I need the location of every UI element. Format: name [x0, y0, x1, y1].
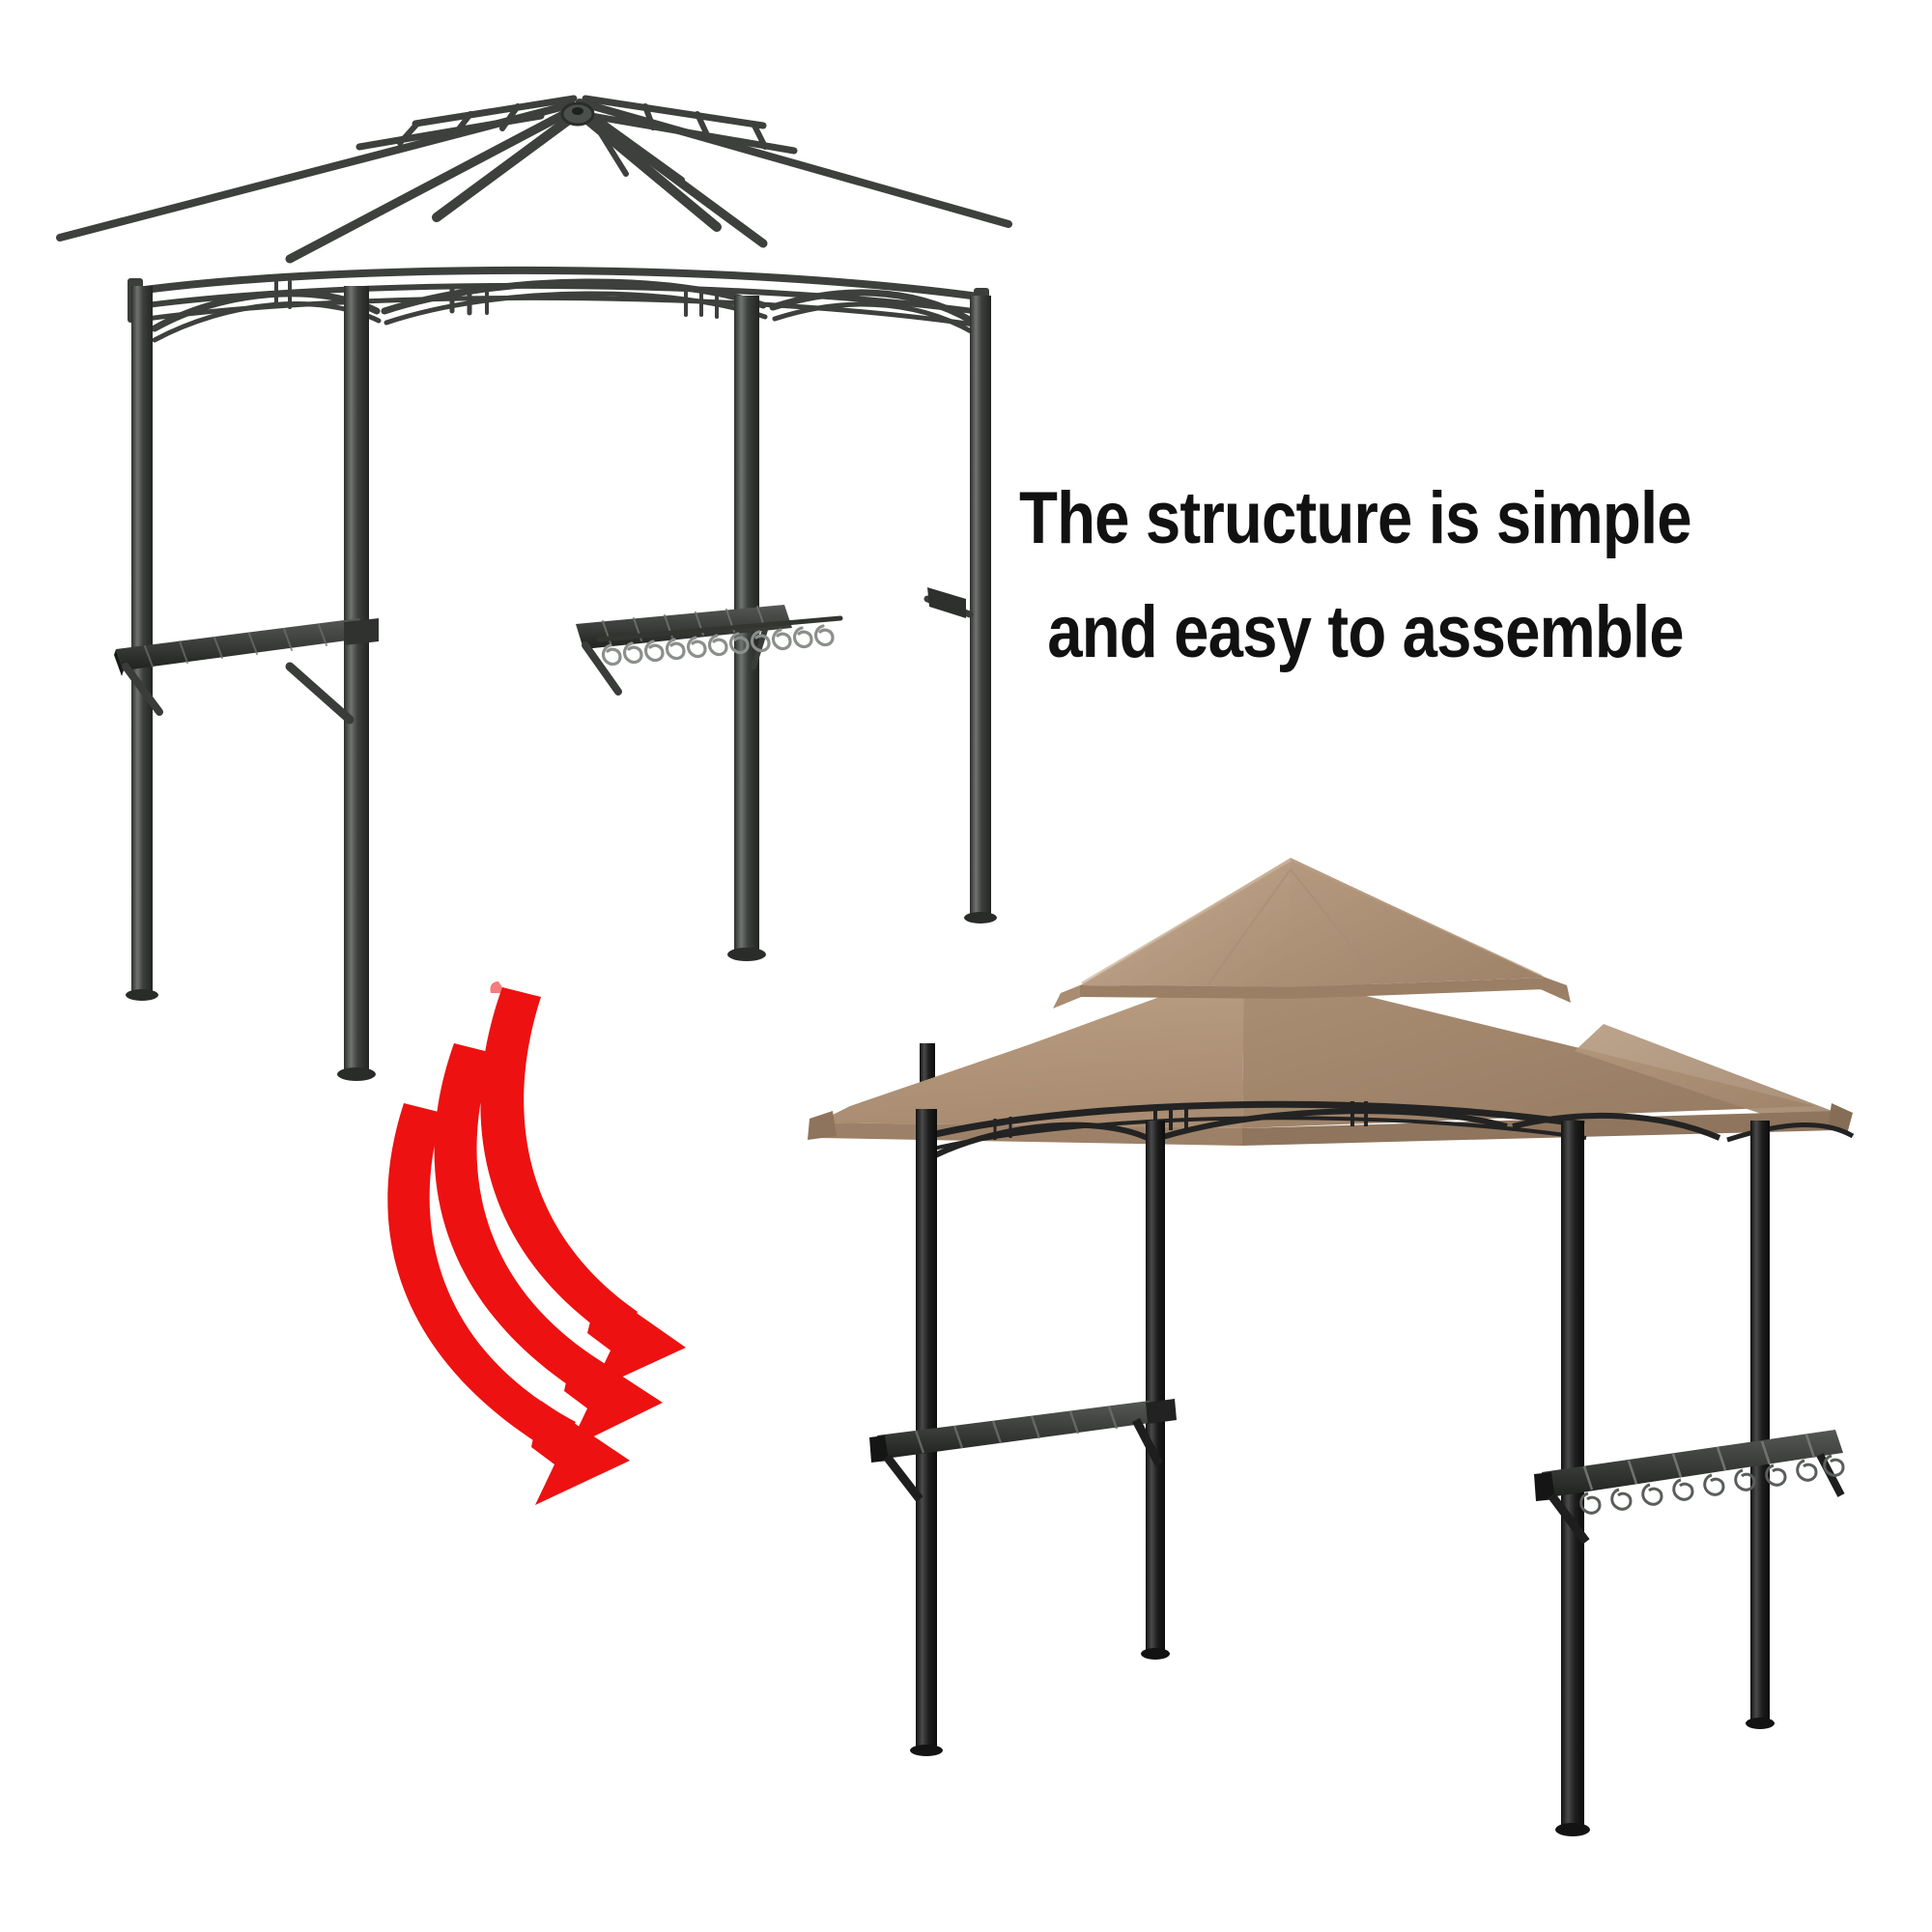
gazebo-shelf-left	[869, 1399, 1177, 1502]
frame-post-front-left	[337, 286, 376, 1081]
gazebo-header-braces	[926, 1100, 1855, 1158]
gazebo-hook-row	[1579, 1454, 1845, 1515]
transition-arrows	[387, 981, 686, 1505]
gazebo-post-front-left	[910, 1109, 943, 1756]
frame-shelf-left-bracket	[285, 618, 379, 724]
gazebo-frame-illustration	[56, 95, 1012, 1081]
gazebo-canopy-upper	[1053, 858, 1571, 1009]
gazebo-post-back-right	[1746, 1121, 1775, 1729]
gazebo-post-mid-left	[1141, 1121, 1170, 1660]
frame-hook-row	[601, 624, 835, 667]
gazebo-shelf-right	[1534, 1430, 1845, 1545]
frame-peak-hub	[560, 101, 595, 127]
frame-post-back-right	[964, 296, 997, 923]
assembled-gazebo-illustration	[808, 858, 1855, 1836]
headline-line-2: and easy to assemble	[1047, 591, 1684, 673]
frame-shelf-left	[114, 551, 369, 716]
gazebo-canopy-lower	[808, 966, 1853, 1146]
headline-line-1: The structure is simple	[1019, 477, 1692, 559]
frame-post-back-left	[126, 286, 158, 1001]
marketing-headline: The structure is simple and easy to asse…	[1019, 462, 1767, 690]
